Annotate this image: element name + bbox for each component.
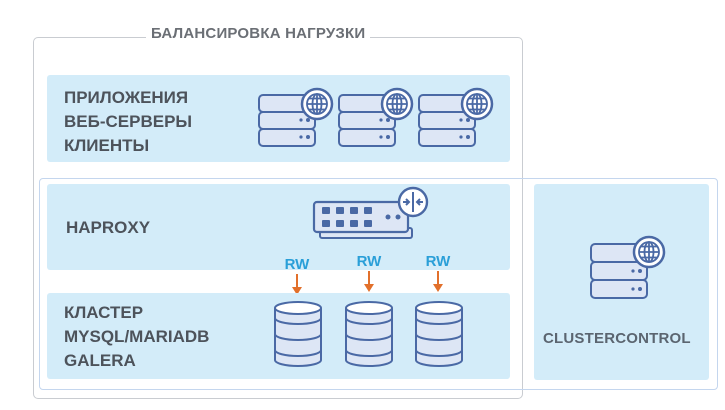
web-server-icon: [258, 87, 334, 147]
haproxy-panel: [47, 184, 510, 270]
load-balancing-title: БАЛАНСИРОВКА НАГРУЗКИ: [146, 25, 371, 42]
database-icon: [415, 301, 463, 367]
clustercontrol-scope-frame: [39, 178, 718, 390]
database-icon: [345, 301, 393, 367]
web-servers-label-line: ВЕБ-СЕРВЕРЫ: [64, 112, 193, 131]
down-arrow-icon: [292, 274, 302, 295]
web-server-icon: [590, 235, 666, 299]
cluster-label: КЛАСТЕР MYSQL/MARIADB GALERA: [64, 301, 209, 373]
rw-label: RW: [284, 256, 310, 273]
web-server-icon: [418, 87, 494, 147]
rw-label: RW: [425, 253, 451, 270]
web-server-icon: [338, 87, 414, 147]
clustercontrol-label: CLUSTERCONTROL: [543, 330, 691, 347]
mysql-mariadb-label-line: MYSQL/MARIADB: [64, 327, 210, 346]
galera-label-line: GALERA: [64, 351, 136, 370]
clients-label-line: КЛИЕНТЫ: [64, 136, 150, 155]
cluster-label-line: КЛАСТЕР: [64, 303, 144, 322]
down-arrow-icon: [433, 271, 443, 292]
rw-label: RW: [356, 253, 382, 270]
applications-label-line: ПРИЛОЖЕНИЯ: [64, 88, 189, 107]
network-switch-router-icon: [312, 186, 429, 239]
applications-label: ПРИЛОЖЕНИЯ ВЕБ-СЕРВЕРЫ КЛИЕНТЫ: [64, 86, 192, 158]
down-arrow-icon: [364, 271, 374, 292]
haproxy-label: HAPROXY: [66, 218, 151, 237]
database-icon: [274, 301, 322, 367]
